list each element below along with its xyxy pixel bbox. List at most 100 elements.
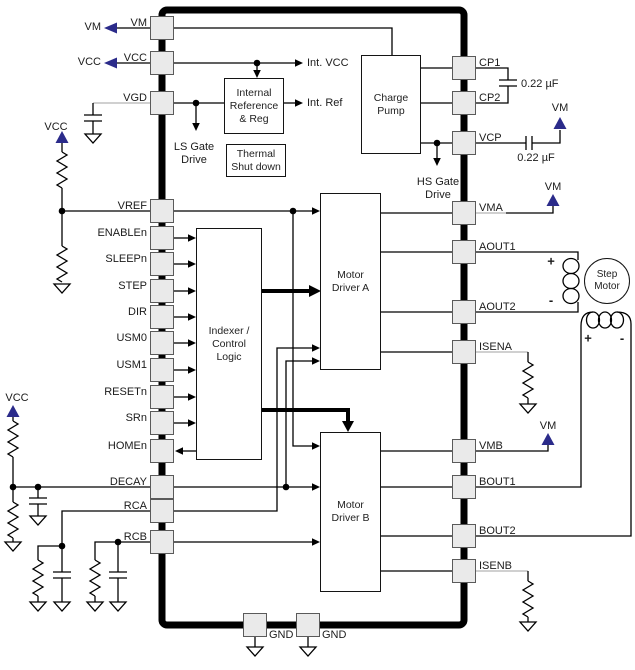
capacitor [109, 571, 127, 579]
arrowhead [188, 260, 196, 268]
pin-cp2 [452, 91, 476, 115]
arrowhead [188, 366, 196, 374]
block-indexer-text: Logic [216, 350, 242, 363]
arrowhead [312, 538, 320, 546]
pin-label-vcp: VCP [479, 132, 502, 144]
step-motor-text: Motor [594, 281, 620, 292]
arrowhead [433, 158, 441, 166]
pin-label-step: STEP [118, 280, 147, 292]
wire [532, 130, 561, 144]
pin-isena [452, 340, 476, 364]
wire [94, 541, 150, 560]
inductor-coil [562, 257, 580, 275]
ground-icon [28, 515, 48, 526]
rail-arrow-up-icon [6, 405, 20, 417]
arrowhead [192, 123, 200, 131]
resistor [88, 559, 102, 597]
pin-label-usm1: USM1 [116, 359, 147, 371]
wire [476, 67, 509, 80]
ls-gate-drive-label: Drive [181, 154, 207, 166]
pin-rca [150, 499, 174, 523]
cp-cap-value: 0.22 µF [521, 78, 559, 90]
wire [616, 311, 632, 325]
pin-bout2 [452, 524, 476, 548]
pin-decay [150, 475, 174, 499]
pin-enablen [150, 226, 174, 250]
pin-label-aout2: AOUT2 [479, 301, 516, 313]
block-internal-reference-text: & Reg [239, 112, 269, 125]
resistor [521, 580, 535, 618]
bus-arrowhead [342, 421, 354, 432]
vm-rail-vma: VM [544, 181, 562, 193]
pin-label-isena: ISENA [479, 341, 513, 353]
pin-homen [150, 439, 174, 463]
pin-label-vmb: VMB [479, 440, 503, 452]
inductor-coil [585, 311, 601, 329]
wire-bus [262, 408, 350, 421]
pin-sleepn [150, 252, 174, 276]
arrowhead [188, 313, 196, 321]
pin-label-vma: VMA [479, 202, 503, 214]
ground-icon [518, 621, 538, 632]
vcc-rail-vref-divider: VCC [44, 121, 68, 133]
resistor [521, 361, 535, 399]
resistor [6, 420, 20, 458]
arrowhead [312, 207, 320, 215]
wire [476, 445, 549, 452]
pin-vma [452, 201, 476, 225]
rail-arrow-up-icon [546, 194, 560, 206]
pin-vmb [452, 439, 476, 463]
pin-rcb [150, 530, 174, 554]
ground-icon [108, 601, 128, 612]
pin-vref [150, 199, 174, 223]
wire [476, 251, 579, 260]
wire [285, 360, 314, 487]
inductor-coil [562, 272, 580, 290]
pin-step [150, 279, 174, 303]
arrowhead [312, 344, 320, 352]
arrowhead [188, 419, 196, 427]
ext-net-vcc: VCC [77, 56, 101, 68]
hs-gate-drive-label: Drive [425, 189, 451, 201]
block-motor-driver-b-text: Motor [337, 499, 364, 511]
capacitor [499, 79, 517, 87]
arrowhead [188, 393, 196, 401]
arrowhead [188, 234, 196, 242]
wire [61, 510, 150, 546]
block-thermal-shutdown-text: Shut down [231, 160, 281, 173]
capacitor [525, 136, 533, 150]
vm-rail-vcp: VM [551, 102, 569, 114]
capacitor [29, 497, 47, 505]
step-motor-text: Step [596, 269, 618, 280]
capacitor [53, 571, 71, 579]
pin-label-isenb: ISENB [479, 560, 513, 572]
ground-icon [28, 601, 48, 612]
bus-arrowhead [309, 285, 321, 297]
pin-vgd [150, 91, 174, 115]
pin-label-cp2: CP2 [479, 92, 501, 104]
arrowhead [312, 483, 320, 491]
pin-srn [150, 411, 174, 435]
wire [37, 545, 62, 560]
ground-icon [3, 541, 23, 552]
wire [476, 302, 579, 313]
ground-icon [85, 601, 105, 612]
pin-vcp [452, 131, 476, 155]
ground-icon [298, 646, 318, 657]
int-vcc-label: Int. VCC [307, 57, 349, 69]
rail-arrow-up-icon [541, 433, 555, 445]
pin-bout1 [452, 475, 476, 499]
block-internal-reference-text: Reference [229, 99, 279, 112]
pin-label-rcb: RCB [123, 531, 147, 543]
int-ref-label: Int. Ref [307, 97, 343, 109]
block-motor-driver-a-text: Motor [337, 268, 364, 281]
wire [174, 347, 314, 512]
wire [476, 324, 632, 537]
block-thermal-shutdown-text: Thermal [236, 147, 276, 160]
pin-isenb [452, 559, 476, 583]
